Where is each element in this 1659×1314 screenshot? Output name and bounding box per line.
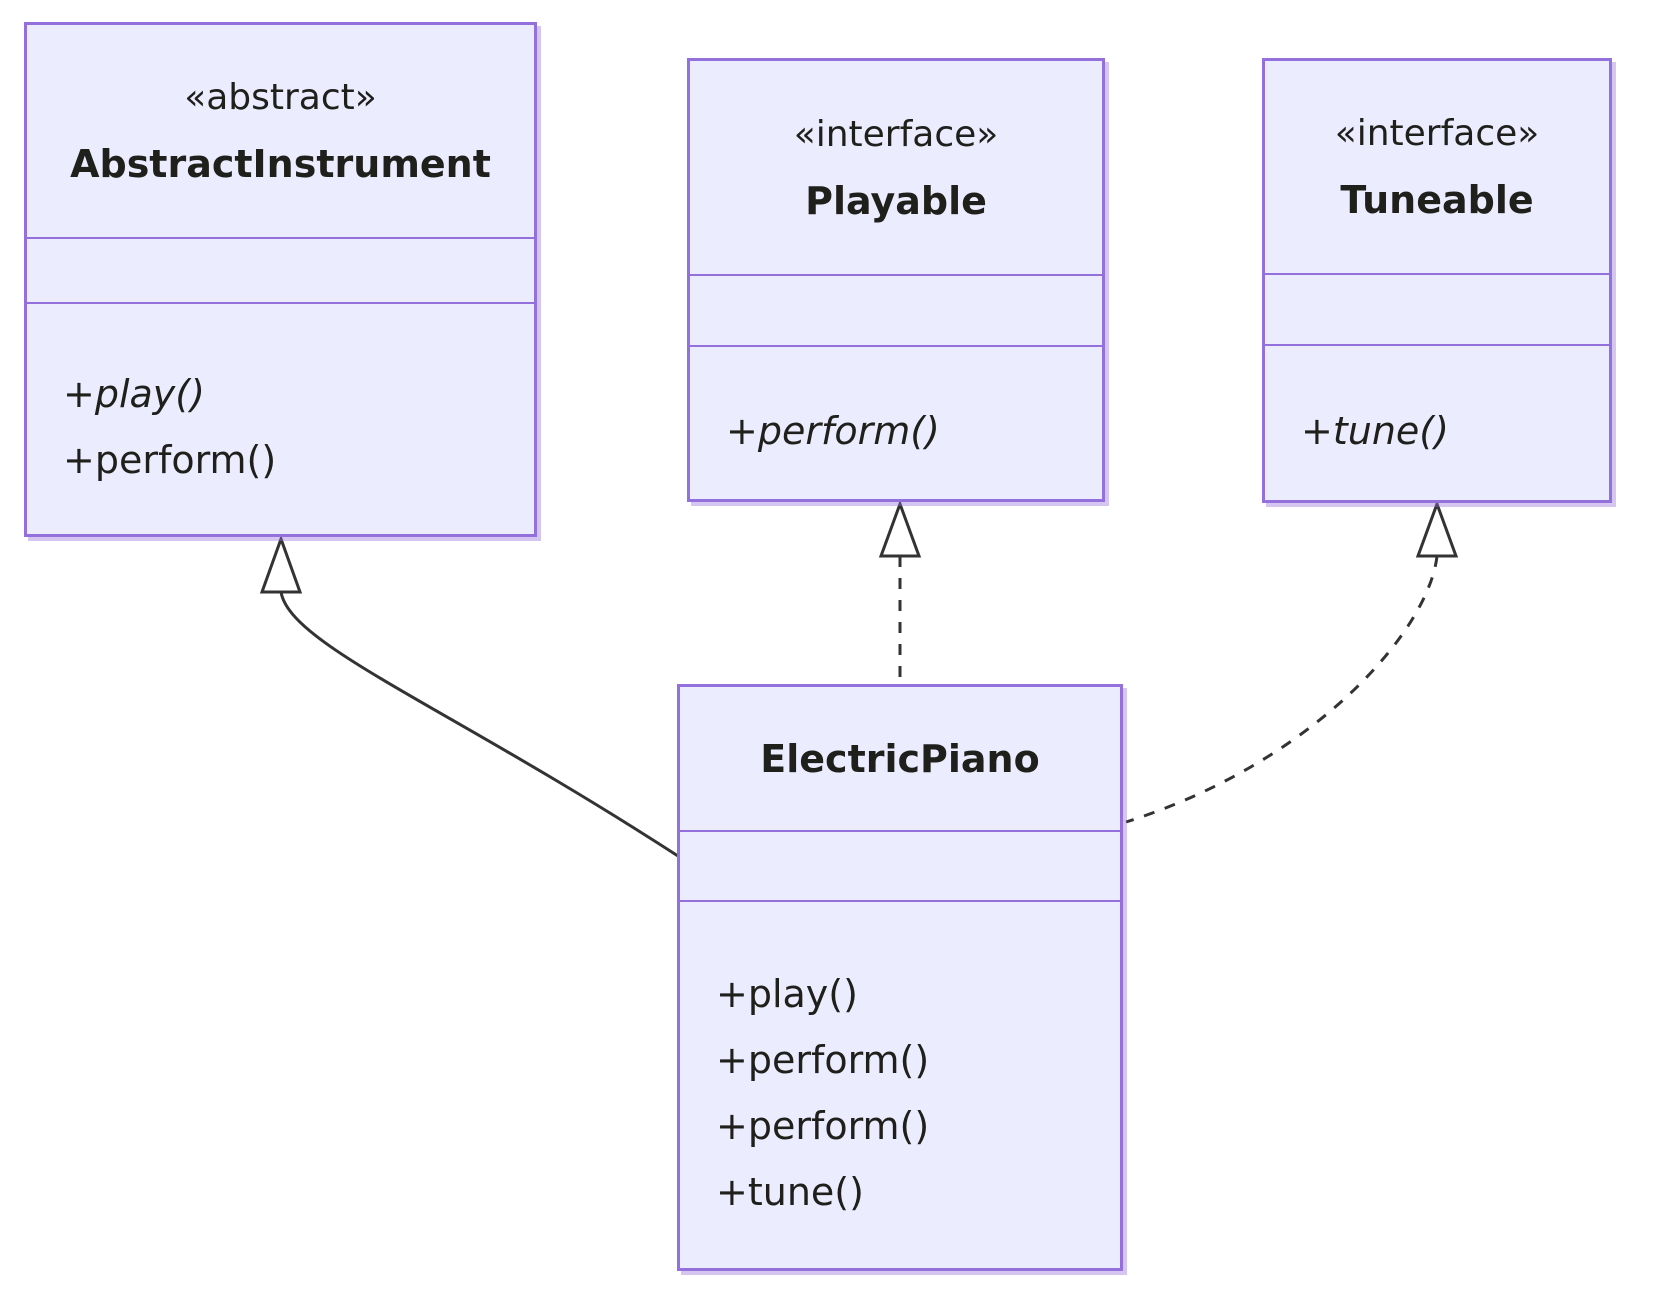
title-compartment: «interface» Playable xyxy=(690,61,1102,274)
title-compartment: ElectricPiano xyxy=(680,687,1120,830)
method-entry: +play() xyxy=(716,972,858,1016)
class-name: AbstractInstrument xyxy=(70,142,491,186)
realization-edge-line xyxy=(1125,555,1439,824)
method-entry: +tune() xyxy=(716,1170,864,1214)
class-name: Playable xyxy=(805,178,987,223)
class-node-playable: «interface» Playable +perform() xyxy=(687,58,1105,502)
methods-compartment: +play() +perform() xyxy=(27,302,534,534)
methods-compartment: +tune() xyxy=(1265,344,1609,500)
class-stereotype: «abstract» xyxy=(184,77,377,118)
attributes-compartment xyxy=(690,274,1102,345)
method-entry: +tune() xyxy=(1301,409,1449,453)
method-entry: +perform() xyxy=(716,1104,930,1148)
class-name: ElectricPiano xyxy=(760,736,1040,781)
class-stereotype: «interface» xyxy=(793,113,999,155)
class-node-tuneable: «interface» Tuneable +tune() xyxy=(1262,58,1612,503)
realization-arrowhead-icon xyxy=(878,499,922,558)
methods-compartment: +play() +perform() +perform() +tune() xyxy=(680,900,1120,1268)
method-entry: +play() xyxy=(63,372,205,416)
edge-electricpiano-inherits-abstractinstrument xyxy=(259,534,679,858)
edge-electricpiano-realizes-tuneable xyxy=(1125,499,1459,824)
methods-compartment: +perform() xyxy=(690,345,1102,499)
attributes-compartment xyxy=(1265,273,1609,344)
method-entry: +perform() xyxy=(716,1038,930,1082)
method-entry: +perform() xyxy=(63,438,277,482)
class-stereotype: «interface» xyxy=(1334,113,1540,154)
attributes-compartment xyxy=(27,237,534,302)
class-node-abstractinstrument: «abstract» AbstractInstrument +play() +p… xyxy=(24,22,537,537)
edge-electricpiano-realizes-playable xyxy=(878,499,922,682)
method-entry: +perform() xyxy=(726,409,940,453)
inheritance-edge-line xyxy=(279,591,679,858)
title-compartment: «interface» Tuneable xyxy=(1265,61,1609,273)
realization-arrowhead-icon xyxy=(1415,499,1459,558)
attributes-compartment xyxy=(680,830,1120,900)
inheritance-arrowhead-icon xyxy=(259,534,303,594)
title-compartment: «abstract» AbstractInstrument xyxy=(27,25,534,237)
class-node-electricpiano: ElectricPiano +play() +perform() +perfor… xyxy=(677,684,1123,1271)
class-name: Tuneable xyxy=(1340,178,1534,222)
